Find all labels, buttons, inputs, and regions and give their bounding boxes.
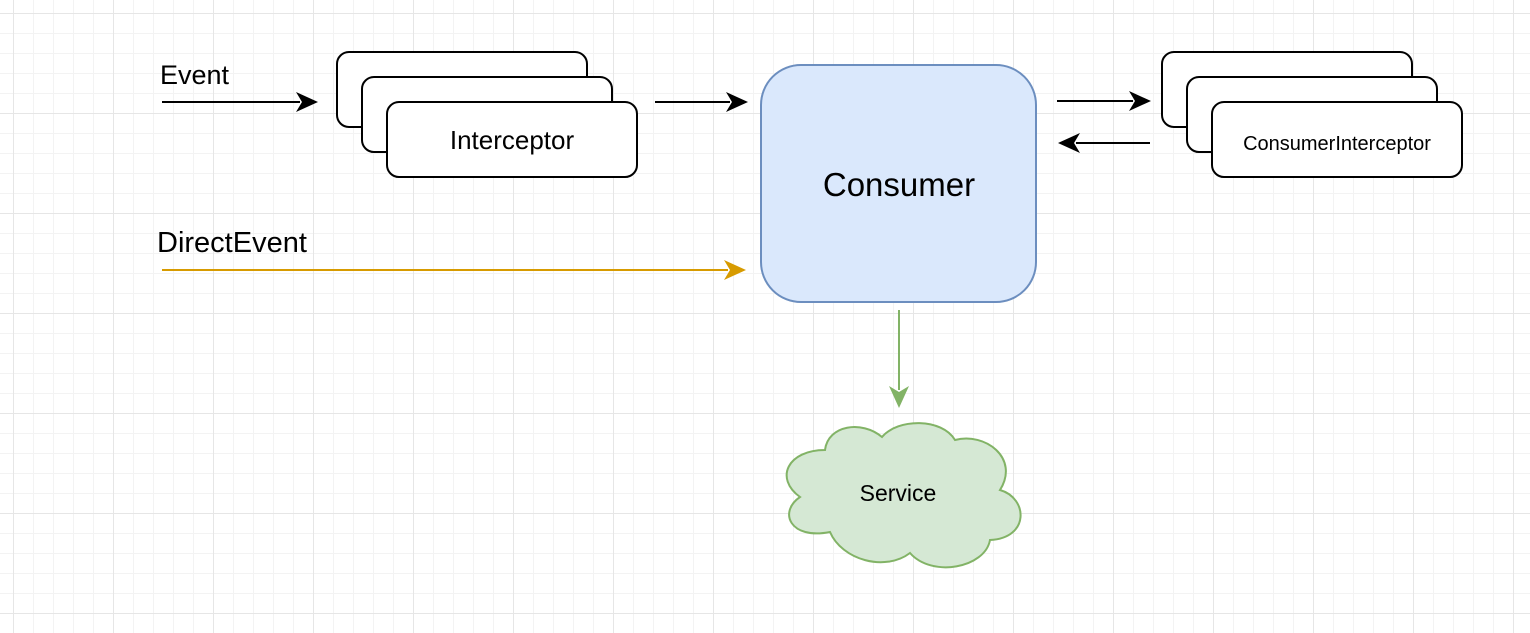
consumerinterceptor-to-consumer-arrow[interactable]	[1058, 133, 1150, 153]
interceptor-stack[interactable]: Interceptor	[336, 51, 638, 178]
event-arrow[interactable]	[162, 92, 318, 112]
consumer-interceptor-label: ConsumerInterceptor	[1243, 133, 1431, 155]
direct-event-label: DirectEvent	[157, 227, 307, 259]
consumer-interceptor-stack[interactable]: ConsumerInterceptor	[1161, 51, 1463, 178]
consumer-to-service-arrow[interactable]	[889, 310, 909, 408]
consumer-label: Consumer	[823, 166, 975, 203]
service-label: Service	[860, 480, 937, 506]
event-label: Event	[160, 60, 230, 90]
consumer-to-consumerinterceptor-arrow[interactable]	[1057, 91, 1151, 111]
direct-event-arrow[interactable]	[162, 260, 746, 280]
service-node[interactable]: Service	[785, 422, 1022, 569]
consumer-node[interactable]: Consumer	[760, 64, 1037, 303]
interceptor-label: Interceptor	[450, 125, 575, 155]
interceptor-to-consumer-arrow[interactable]	[655, 92, 748, 112]
